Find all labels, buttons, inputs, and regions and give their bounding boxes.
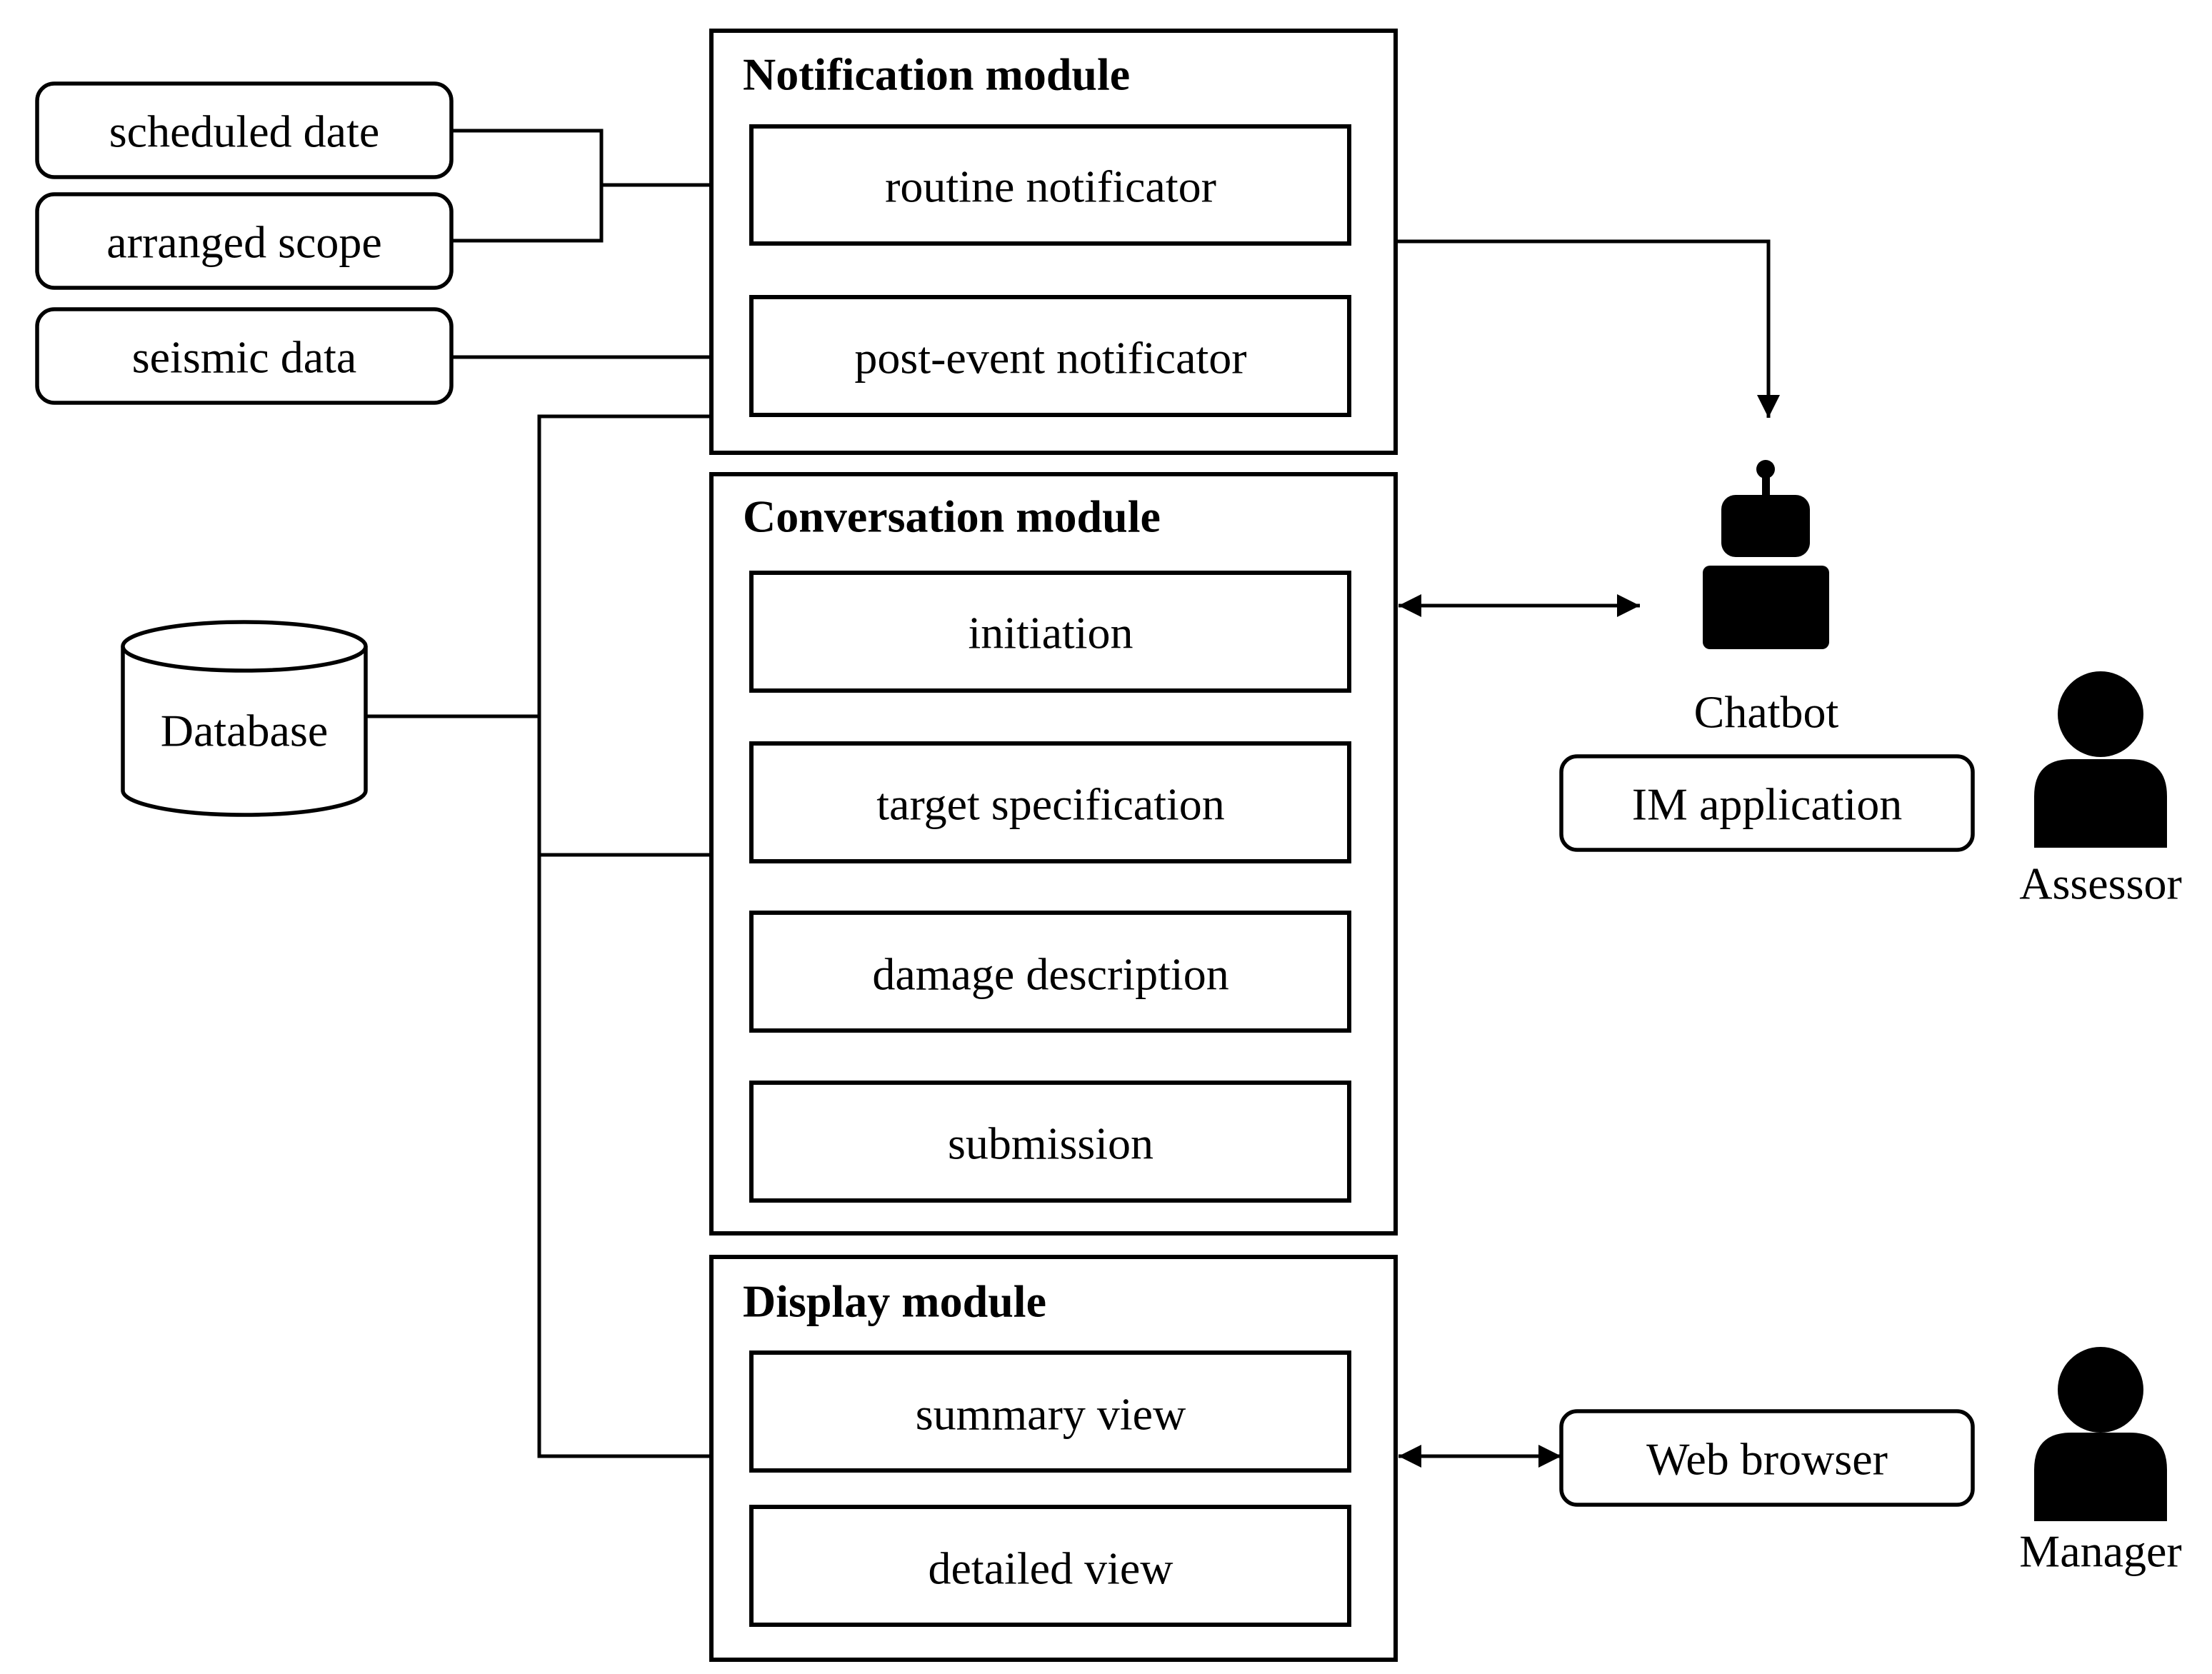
notification-module: Notification module routine notificator … [709, 29, 1398, 455]
initiation-label: initiation [968, 608, 1133, 658]
module-title: Conversation module [743, 491, 1161, 542]
connector-scheduled-date [451, 129, 604, 187]
database-bus [537, 414, 711, 1458]
summary-view-box [749, 1350, 1351, 1473]
display-module: Display module summary view detailed vie… [709, 1255, 1398, 1662]
summary-view-label: summary view [916, 1389, 1186, 1440]
web-browser-label: Web browser [1646, 1434, 1888, 1485]
database-label: Database [161, 706, 329, 756]
input-label: seismic data [132, 332, 357, 383]
web-browser: Web browser [1559, 1409, 1975, 1507]
manager: Manager [2019, 1347, 2182, 1577]
submission-label: submission [948, 1118, 1153, 1169]
submission-box [749, 1081, 1351, 1203]
damage-description-label: damage description [872, 949, 1228, 1000]
chatbot: Chatbot [1694, 460, 1839, 738]
assessor-label: Assessor [2019, 858, 2182, 909]
input-seismic-data: seismic data [35, 307, 454, 405]
manager-label: Manager [2019, 1526, 2181, 1577]
assessor: Assessor [2019, 671, 2182, 909]
damage-description-box [749, 911, 1351, 1033]
detailed-view-box [749, 1505, 1351, 1627]
im-application-label: IM application [1632, 779, 1903, 830]
input-arranged-scope: arranged scope [35, 192, 454, 290]
input-label: arranged scope [106, 217, 382, 268]
input-label: scheduled date [109, 106, 380, 157]
input-scheduled-date: scheduled date [35, 81, 454, 179]
routine-notificator-label: routine notificator [885, 161, 1216, 212]
person-icon [2034, 671, 2167, 848]
post-event-notificator-box [749, 295, 1351, 417]
module-title: Display module [743, 1276, 1046, 1327]
initiation-box [749, 571, 1351, 693]
target-specification-box [749, 741, 1351, 863]
connector-arranged-scope [451, 187, 604, 243]
arrow-notification-to-chatbot [1396, 239, 1780, 418]
module-title: Notification module [743, 49, 1130, 100]
database-cylinder: Database [121, 620, 368, 817]
post-event-notificator-label: post-event notificator [854, 333, 1246, 384]
im-application: IM application [1559, 754, 1975, 852]
chatbot-label: Chatbot [1694, 687, 1839, 738]
routine-notificator-box [749, 124, 1351, 246]
target-specification-label: target specification [876, 779, 1225, 830]
robot-icon [1703, 460, 1829, 649]
detailed-view-label: detailed view [929, 1543, 1173, 1594]
person-icon [2034, 1347, 2167, 1521]
conversation-module: Conversation module initiation target sp… [709, 472, 1398, 1236]
